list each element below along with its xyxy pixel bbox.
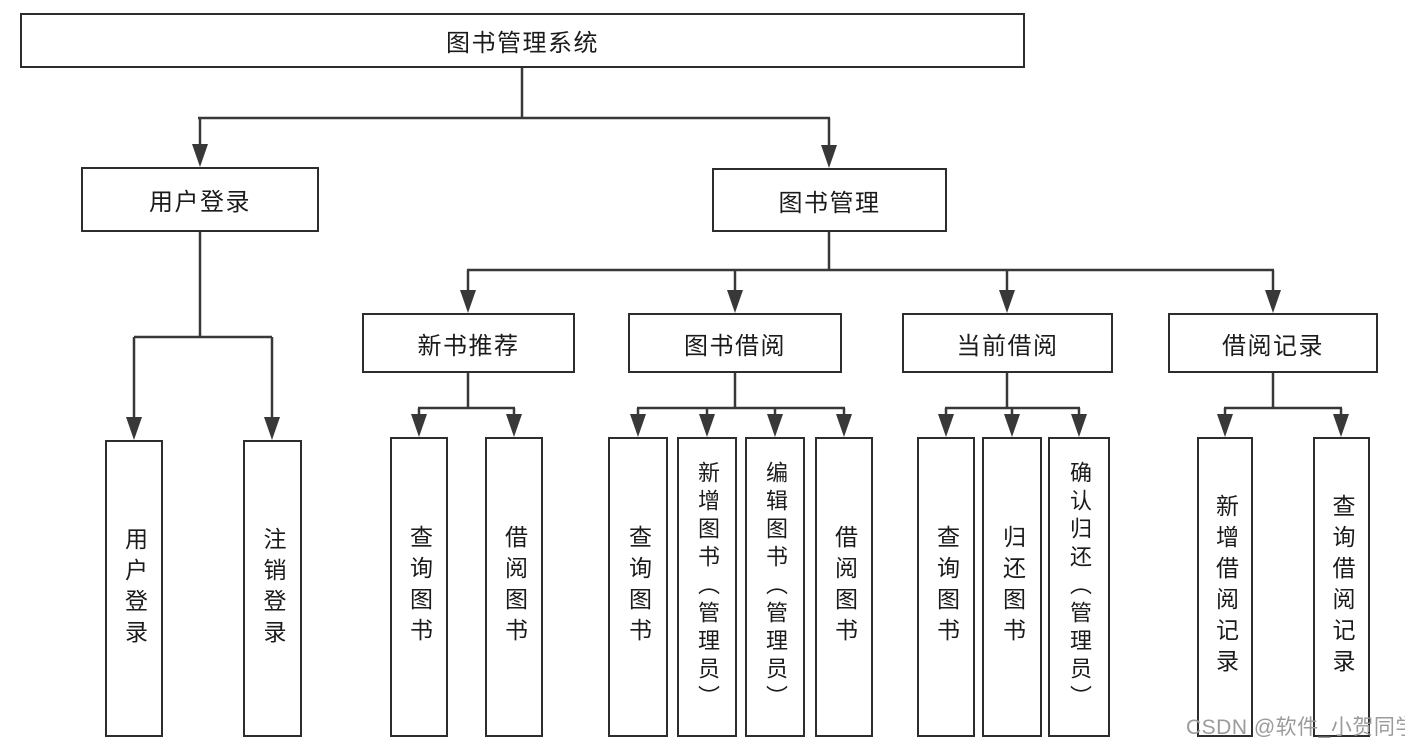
watermark: CSDN @软件_小贺同学 bbox=[1186, 716, 1405, 739]
leaf-return-books: 归还图书 bbox=[982, 437, 1042, 737]
leaf-borrow-books: 借阅图书 bbox=[815, 437, 873, 737]
node-borrowing-records: 借阅记录 bbox=[1168, 313, 1378, 373]
node-current-borrowing: 当前借阅 bbox=[902, 313, 1113, 373]
node-new-book-recommendation: 新书推荐 bbox=[362, 313, 575, 373]
leaf-logout: 注销登录 bbox=[243, 440, 302, 737]
node-book-management: 图书管理 bbox=[712, 168, 947, 232]
leaf-query-books-recommend: 查询图书 bbox=[390, 437, 448, 737]
leaf-borrow-books-recommend: 借阅图书 bbox=[485, 437, 543, 737]
leaf-edit-books-admin: 编辑图书（管理员） bbox=[745, 437, 805, 737]
node-book-borrowing: 图书借阅 bbox=[628, 313, 842, 373]
leaf-add-borrow-record: 新增借阅记录 bbox=[1197, 437, 1253, 737]
node-library-management-system: 图书管理系统 bbox=[20, 13, 1025, 68]
leaf-user-login: 用户登录 bbox=[105, 440, 163, 737]
leaf-query-borrow-record: 查询借阅记录 bbox=[1313, 437, 1370, 737]
leaf-add-books-admin: 新增图书（管理员） bbox=[677, 437, 737, 737]
leaf-query-books-borrow: 查询图书 bbox=[608, 437, 668, 737]
leaf-query-books-current: 查询图书 bbox=[917, 437, 975, 737]
node-user-login: 用户登录 bbox=[81, 167, 319, 232]
leaf-confirm-return-admin: 确认归还（管理员） bbox=[1048, 437, 1110, 737]
